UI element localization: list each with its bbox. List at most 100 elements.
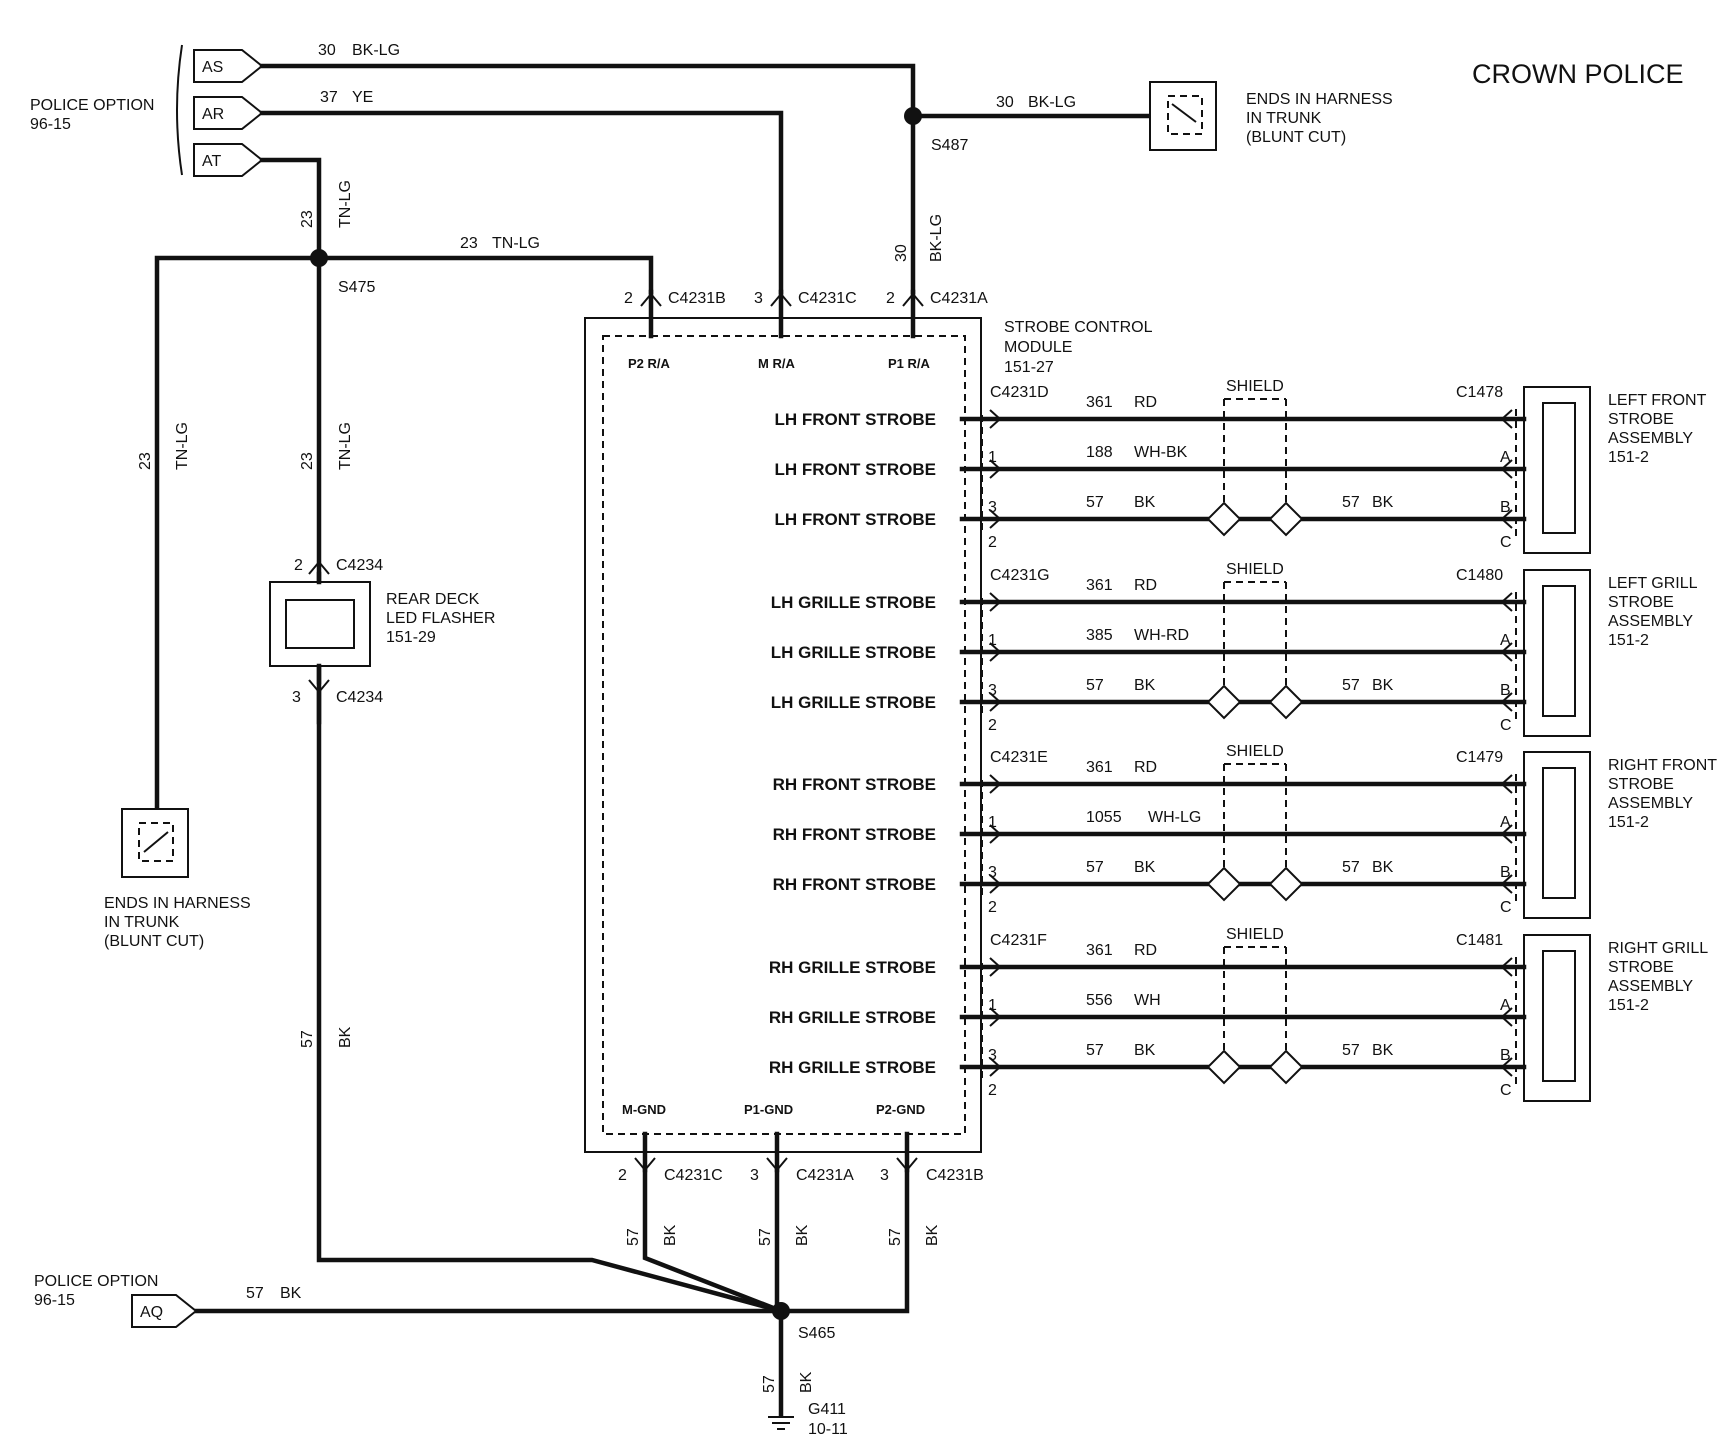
- police-option-label: POLICE OPTION: [30, 97, 154, 114]
- module-connector-label: C4231E: [990, 749, 1048, 766]
- connector-arrow-icon: [770, 292, 792, 307]
- connector-at: [193, 143, 264, 177]
- connector-at-label: AT: [202, 153, 221, 170]
- strobe-output-label: RH GRILLE STROBE: [769, 958, 936, 977]
- wire-circuit: 361: [1086, 577, 1113, 594]
- wire-color: BK: [1134, 859, 1156, 876]
- strobe-assembly-name: ASSEMBLY: [1608, 430, 1693, 447]
- wire-flasher-ground: [316, 689, 784, 1314]
- shield-outline: [1223, 581, 1287, 702]
- connector-arrow-icon: [640, 292, 662, 307]
- connector-arrow-icon: [989, 459, 1002, 479]
- wire-color: BK: [1372, 859, 1394, 876]
- shield-outline: [1223, 946, 1287, 1067]
- wire-ar: [259, 110, 784, 295]
- strobe-assembly-name: 151-2: [1608, 997, 1649, 1014]
- pin-number: 2: [618, 1167, 627, 1184]
- flasher-inner-box: [285, 599, 355, 649]
- wire-circuit: 556: [1086, 992, 1113, 1009]
- wire-color: BK: [1134, 677, 1156, 694]
- strobe-lamp-icon: [1542, 585, 1576, 717]
- trunk-end-text-3: (BLUNT CUT): [104, 933, 204, 950]
- wire-m-gnd-color: BK: [662, 1224, 679, 1246]
- connector-arrow-icon: [1500, 1007, 1513, 1027]
- wire-color: BK: [1372, 677, 1394, 694]
- wire-aq-color: BK: [280, 1285, 302, 1302]
- wire-circuit: 385: [1086, 627, 1113, 644]
- module-pin-number: 2: [988, 717, 997, 734]
- pin-number: 3: [754, 290, 763, 307]
- wire-c4231a-circuit: 30: [893, 244, 910, 262]
- connector-arrow-icon: [1500, 509, 1513, 529]
- wire-aq-circuit: 57: [246, 1285, 264, 1302]
- wire-circuit: 57: [1086, 677, 1104, 694]
- wire-trunk-circuit: 30: [996, 94, 1014, 111]
- module-pin-number: 1: [988, 814, 997, 831]
- connector-arrow-icon: [1500, 642, 1513, 662]
- rear-deck-led-flasher: 2 C4234 3 C4234 REAR DECK LED FLASHER 15…: [269, 557, 495, 706]
- wire-g411-color: BK: [798, 1371, 815, 1393]
- ground-wiring: 57 BK 57 BK 57 BK 57 BK S465 57 BK G411 …: [193, 1167, 941, 1438]
- connector-arrow-icon: [1500, 409, 1513, 429]
- wire-c4231b: [316, 255, 654, 295]
- wire-as-circuit: 30: [318, 42, 336, 59]
- splice-s475-label: S475: [338, 279, 375, 296]
- switch-blade-icon: [1171, 103, 1197, 123]
- module-name-2: MODULE: [1004, 339, 1072, 356]
- module-pin-number: 2: [988, 1082, 997, 1099]
- strobe-assembly-name: 151-2: [1608, 449, 1649, 466]
- connector-as-label: AS: [202, 59, 223, 76]
- module-top-pin-m: 3 C4231C M R/A: [754, 289, 857, 371]
- strobe-output-label: RH FRONT STROBE: [773, 775, 936, 794]
- strobe-assembly-name: STROBE: [1608, 594, 1674, 611]
- connector-arrow-icon: [989, 1007, 1002, 1027]
- connector-arrow-icon: [1500, 1057, 1513, 1077]
- strobe-output-label: RH FRONT STROBE: [773, 875, 936, 894]
- strobe-lamp-icon: [1542, 767, 1576, 899]
- wire-color: BK: [1134, 1042, 1156, 1059]
- module-bottom-pin-m-gnd: M-GND 2 C4231C: [618, 1102, 723, 1184]
- flasher-name-3: 151-29: [386, 629, 436, 646]
- wire-circuit: 361: [1086, 759, 1113, 776]
- module-pin-number: 1: [988, 997, 997, 1014]
- strobe-assembly-name: ASSEMBLY: [1608, 978, 1693, 995]
- strobe-output-label: LH GRILLE STROBE: [771, 593, 936, 612]
- connector-arrow-icon: [1500, 692, 1513, 712]
- module-inner-outline: [602, 335, 966, 1135]
- strobe-assembly-name: LEFT FRONT: [1608, 392, 1707, 409]
- wire-color: BK: [1134, 494, 1156, 511]
- shield-outline: [1223, 398, 1287, 519]
- module-pin-number: 2: [988, 534, 997, 551]
- strobe-output-label: RH GRILLE STROBE: [769, 1058, 936, 1077]
- wire-at: [259, 157, 322, 725]
- shield-drain-icon: [1268, 501, 1304, 537]
- strobe-assembly-name: LEFT GRILL: [1608, 575, 1698, 592]
- wire-c4231a-color: BK-LG: [928, 214, 945, 262]
- shield-drain-icon: [1268, 866, 1304, 902]
- module-name-3: 151-27: [1004, 359, 1054, 376]
- module-bottom-pin-p1-gnd: P1-GND 3 C4231A: [744, 1102, 854, 1184]
- wire-circuit: 57: [1086, 859, 1104, 876]
- pin-number: 2: [624, 290, 633, 307]
- police-option-bottom: POLICE OPTION 96-15 AQ: [34, 1273, 198, 1328]
- module-pin-number: 3: [988, 1047, 997, 1064]
- wire-p2-gnd-color: BK: [924, 1224, 941, 1246]
- lamp-pin-letter: A: [1500, 449, 1511, 466]
- trunk-end-text-1: ENDS IN HARNESS: [104, 895, 251, 912]
- module-pin-number: 1: [988, 449, 997, 466]
- blunt-cut-box: [1149, 81, 1217, 151]
- flasher-name-2: LED FLASHER: [386, 610, 495, 627]
- strobe-control-module: STROBE CONTROL MODULE 151-27 2 C4231B P2…: [584, 289, 1153, 1184]
- lamp-pin-letter: B: [1500, 864, 1511, 881]
- wire-at-circuit: 23: [299, 210, 316, 228]
- strobe-assembly-name: RIGHT GRILL: [1608, 940, 1708, 957]
- wire-as-color: BK-LG: [352, 42, 400, 59]
- pin-number: 3: [880, 1167, 889, 1184]
- wire-color: RD: [1134, 394, 1157, 411]
- connector-as: [193, 49, 264, 83]
- pin-label: P2-GND: [876, 1102, 925, 1117]
- strobe-assembly-name: ASSEMBLY: [1608, 795, 1693, 812]
